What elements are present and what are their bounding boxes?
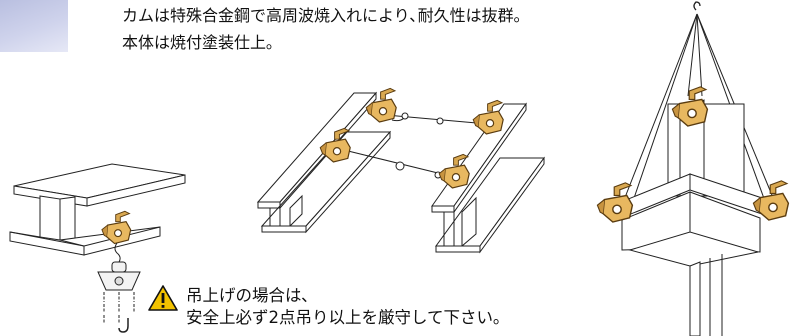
hook-icon — [693, 1, 701, 11]
warning-icon — [148, 285, 178, 311]
decorative-gradient-block — [0, 0, 68, 52]
safety-note: 吊上げの場合は､ 安全上必ず2点吊り以上を厳守して下さい｡ — [148, 285, 501, 329]
note-line-2: 安全上必ず2点吊り以上を厳守して下さい｡ — [186, 308, 502, 327]
figure-beam-with-hoist — [9, 163, 186, 333]
note-line-1: 吊上げの場合は､ — [186, 286, 310, 305]
chain-hoist-icon — [97, 242, 141, 324]
intro-line-1: カムは特殊合金鋼で高周波焼入れにより､耐久性は抜群｡ — [122, 6, 522, 25]
figure-two-beams — [256, 87, 545, 254]
hook-icon — [118, 318, 129, 333]
intro-line-2: 本体は焼付塗装仕上｡ — [122, 33, 275, 52]
intro-text: カムは特殊合金鋼で高周波焼入れにより､耐久性は抜群｡ 本体は焼付塗装仕上｡ — [122, 2, 522, 56]
figure-vertical-lift — [596, 1, 790, 336]
